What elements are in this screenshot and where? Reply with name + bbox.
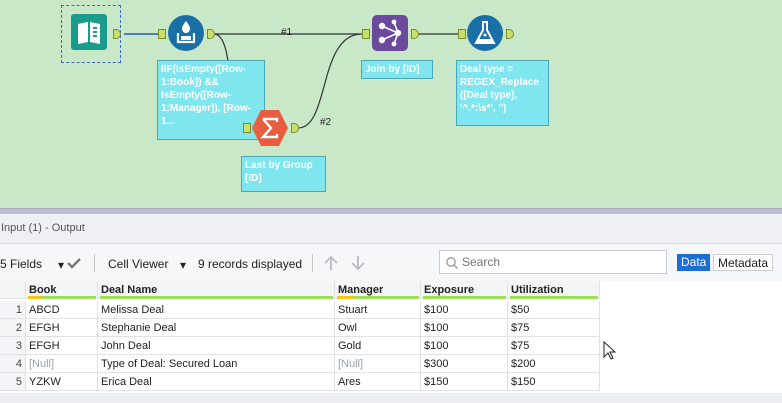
join-tool[interactable] [372, 15, 408, 51]
table-cell[interactable]: Ares [335, 373, 421, 391]
data-quality-bar [100, 296, 333, 299]
arrow-down-icon[interactable] [349, 254, 367, 272]
search-icon [445, 256, 459, 270]
table-cell[interactable]: $50 [508, 301, 600, 319]
row-number: 5 [0, 373, 26, 391]
table-cell[interactable]: Type of Deal: Secured Loan [98, 355, 335, 373]
table-cell[interactable]: EFGH [26, 319, 98, 337]
null-cell[interactable]: [Null] [335, 355, 421, 373]
fields-selector[interactable]: 5 Fields [0, 257, 42, 271]
row-number: 4 [0, 355, 26, 373]
results-toolbar: 5 Fields ▾ Cell Viewer ▾ 9 records displ… [0, 244, 782, 281]
data-tab[interactable]: Data [677, 254, 710, 271]
table-cell[interactable]: EFGH [26, 337, 98, 355]
table-cell[interactable]: Stuart [335, 301, 421, 319]
formula-tool[interactable] [467, 15, 503, 51]
table-cell[interactable]: $100 [421, 319, 508, 337]
data-quality-bar [423, 296, 506, 299]
row-number: 3 [0, 337, 26, 355]
data-quality-bar [337, 296, 353, 299]
formula-input-anchor[interactable] [458, 29, 466, 39]
input-data-tool[interactable] [71, 14, 107, 50]
summarize-tool[interactable] [252, 110, 288, 146]
table-cell[interactable]: John Deal [98, 337, 335, 355]
null-cell[interactable]: [Null] [26, 355, 98, 373]
table-cell[interactable]: Owl [335, 319, 421, 337]
multirow-formula-icon [168, 15, 204, 51]
horizontal-scrollbar[interactable] [0, 393, 782, 403]
search-box[interactable] [439, 250, 667, 274]
fields-chevron-icon[interactable]: ▾ [58, 258, 64, 272]
table-cell[interactable]: $150 [508, 373, 600, 391]
search-input[interactable] [462, 253, 662, 271]
metadata-tab[interactable]: Metadata [713, 254, 773, 271]
arrow-up-icon[interactable] [322, 254, 340, 272]
row-number-header [0, 281, 26, 299]
table-cell[interactable]: $150 [421, 373, 508, 391]
data-quality-bar [353, 296, 419, 299]
toolbar-separator [312, 254, 313, 272]
results-title: Input (1) - Output [1, 222, 85, 234]
row-number: 2 [0, 319, 26, 337]
join-annotation: Join by [ID] [361, 60, 433, 79]
table-cell[interactable]: ABCD [26, 301, 98, 319]
flask-icon [467, 15, 503, 51]
row-number: 1 [0, 301, 26, 319]
toolbar-separator [94, 254, 95, 272]
workflow-canvas[interactable]: IIF(IsEmpty([Row-1:Book]) && IsEmpty([Ro… [0, 0, 782, 208]
table-cell[interactable]: Melissa Deal [98, 301, 335, 319]
table-cell[interactable]: Gold [335, 337, 421, 355]
table-cell[interactable]: $300 [421, 355, 508, 373]
table-cell[interactable]: $75 [508, 319, 600, 337]
cell-viewer-button[interactable]: Cell Viewer [108, 257, 168, 271]
table-cell[interactable]: Erica Deal [98, 373, 335, 391]
multirow-formula-tool[interactable] [168, 15, 204, 51]
formula-annotation: Deal type = REGEX_Replace ([Deal type], … [456, 60, 549, 126]
cell-viewer-chevron-icon[interactable]: ▾ [180, 258, 186, 272]
join-input-anchor[interactable] [362, 29, 370, 39]
results-header: Input (1) - Output [0, 214, 782, 244]
table-cell[interactable]: Stephanie Deal [98, 319, 335, 337]
table-cell[interactable]: $100 [421, 337, 508, 355]
connection-label-2: #2 [320, 117, 331, 128]
data-quality-bar [510, 296, 598, 299]
connection-label-1: #1 [281, 27, 292, 38]
sigma-icon [252, 110, 288, 146]
results-grid: Book Deal Name Manager Exposure Utilizat… [0, 281, 600, 393]
summarize-input-anchor[interactable] [243, 123, 251, 133]
book-icon [71, 14, 107, 50]
table-cell[interactable]: YZKW [26, 373, 98, 391]
table-cell[interactable]: $100 [421, 301, 508, 319]
multirow-input-anchor[interactable] [158, 29, 166, 39]
join-icon [372, 15, 408, 51]
table-cell[interactable]: $75 [508, 337, 600, 355]
mouse-cursor-icon [603, 341, 617, 361]
summarize-annotation: Last by Group [ID] [241, 156, 326, 192]
table-cell[interactable]: $200 [508, 355, 600, 373]
connection-summarize-join [298, 34, 362, 128]
check-icon[interactable] [66, 256, 82, 270]
data-quality-bar [42, 296, 96, 299]
records-displayed: 9 records displayed [198, 257, 302, 271]
data-quality-bar [28, 296, 42, 299]
